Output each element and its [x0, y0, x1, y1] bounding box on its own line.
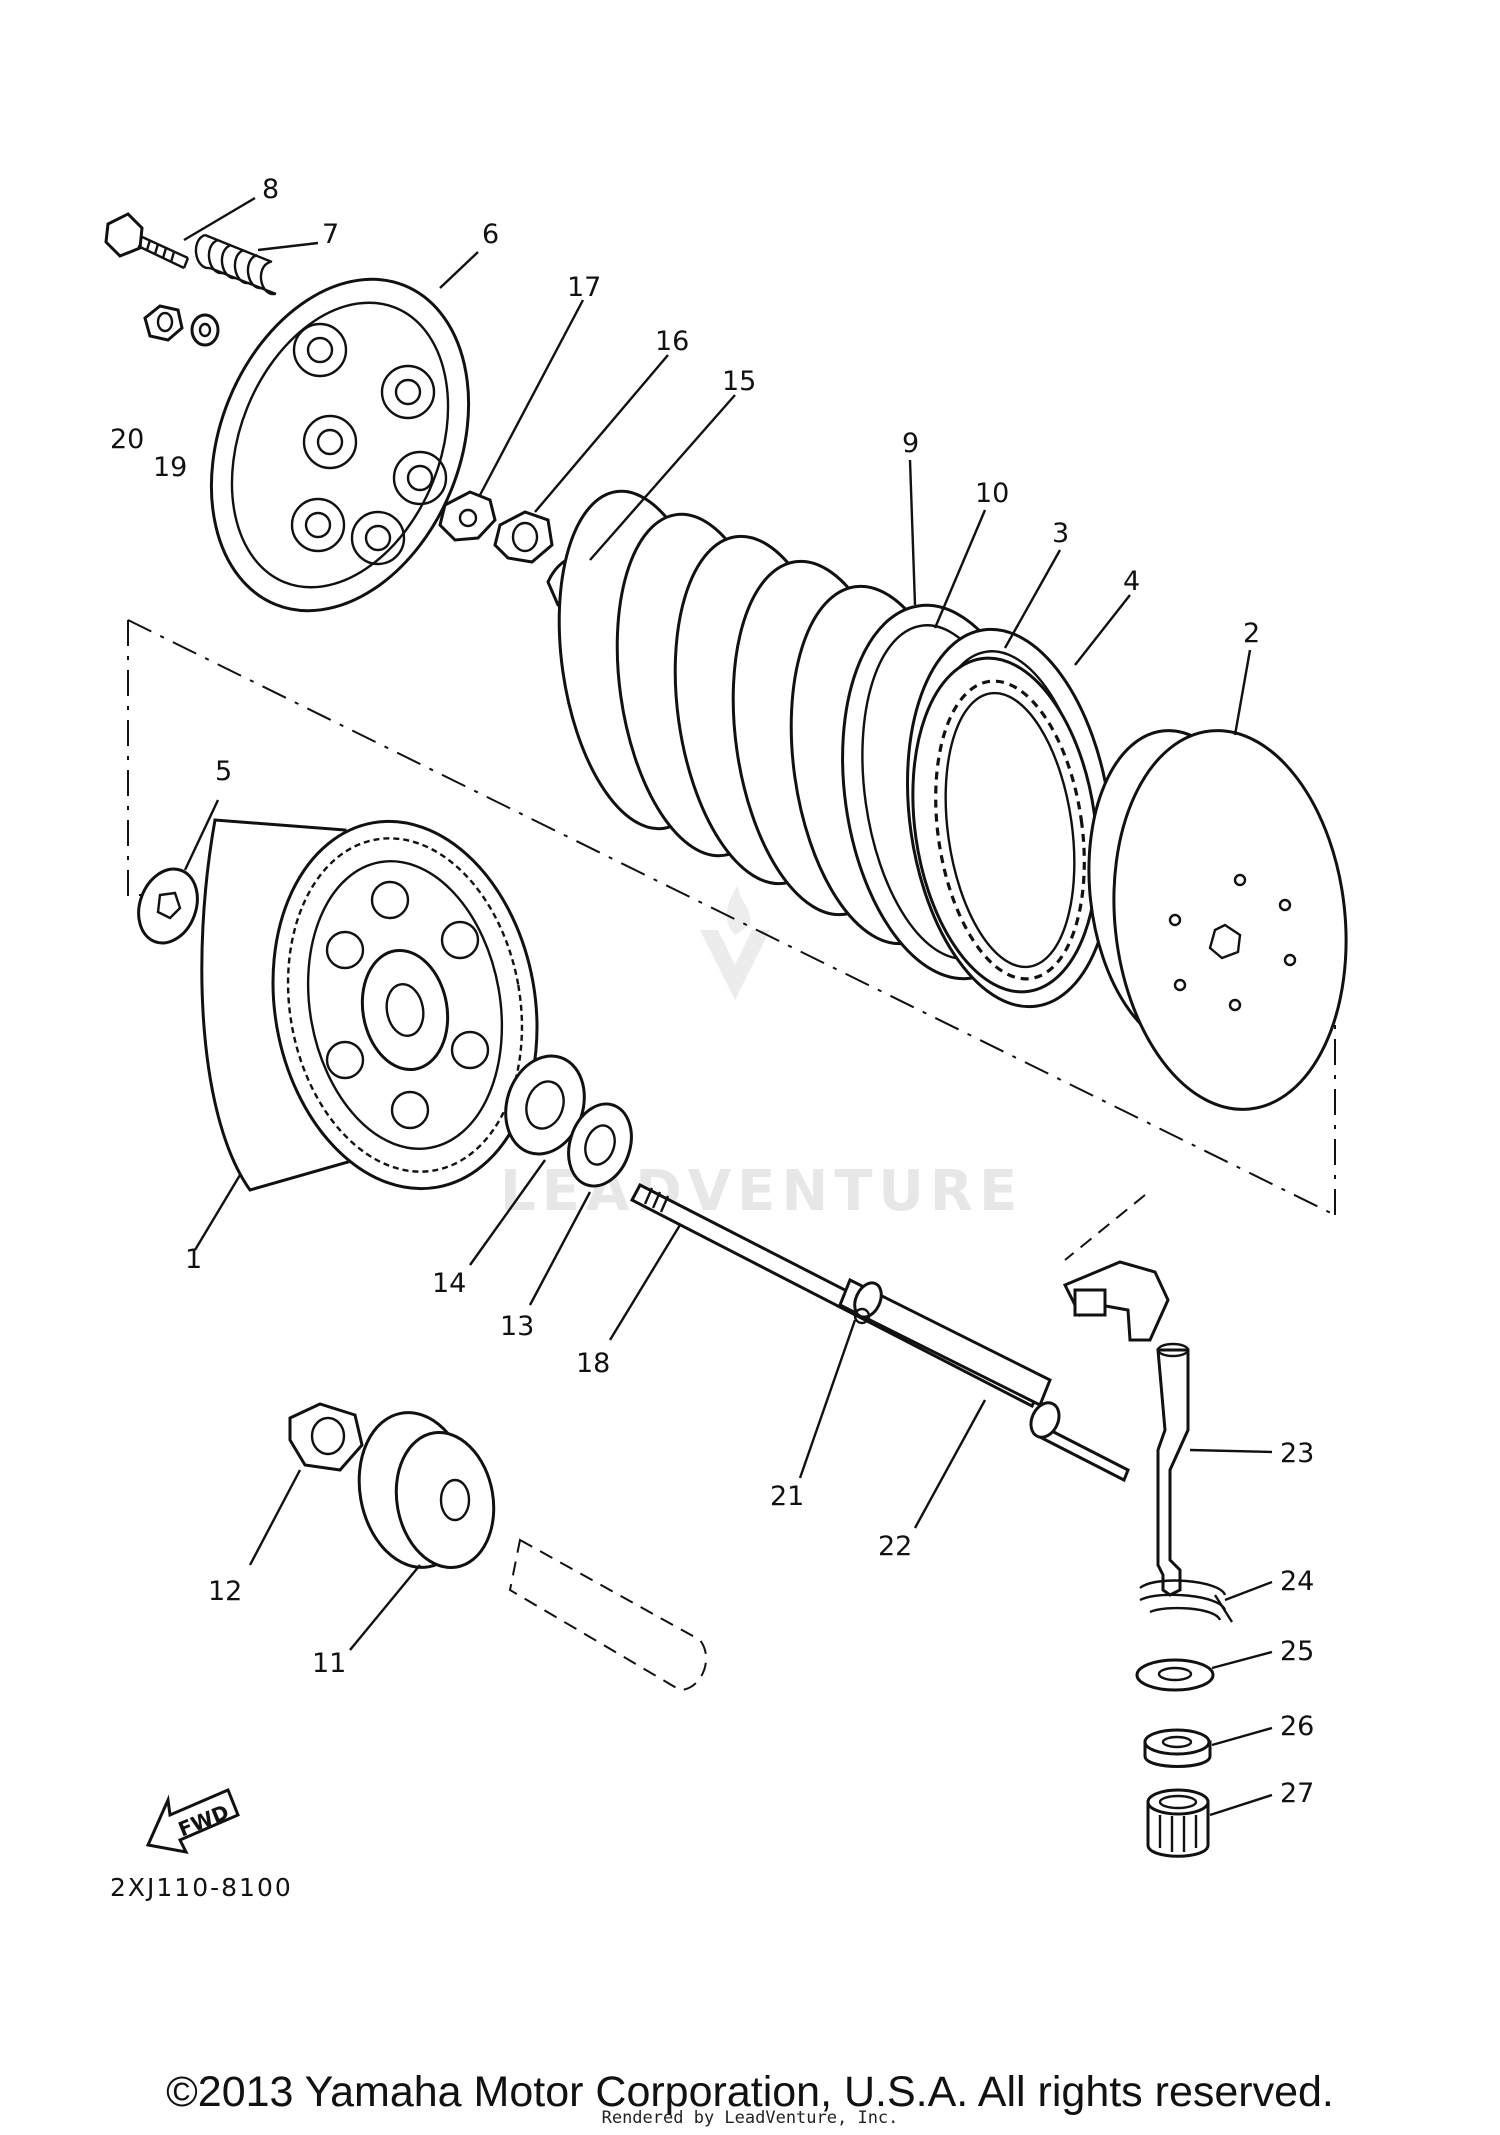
callout-16: 16	[655, 326, 689, 357]
callout-8: 8	[262, 174, 279, 205]
part-2-clutch-boss	[1087, 729, 1348, 1111]
callout-14: 14	[432, 1268, 466, 1299]
callout-26: 26	[1280, 1711, 1314, 1742]
part-16-nut	[493, 510, 554, 564]
rendered-by-credit: Rendered by LeadVenture, Inc.	[601, 2108, 899, 2128]
callout-15: 15	[722, 366, 756, 397]
callout-numbers: 8 7 6 17 16 15 20 19 9 10 3 4 2 5 1 14 1…	[110, 174, 1314, 1809]
callout-9: 9	[902, 428, 919, 459]
part-17-lock-washer	[438, 490, 497, 542]
callout-27: 27	[1280, 1778, 1314, 1809]
callout-24: 24	[1280, 1566, 1314, 1597]
part-12-nut	[288, 1402, 364, 1472]
part-6-pressure-plate	[209, 277, 471, 613]
callout-7: 7	[322, 219, 339, 250]
callout-12: 12	[208, 1576, 242, 1607]
part-23-push-lever	[1062, 1260, 1190, 1597]
callout-22: 22	[878, 1531, 912, 1562]
part-22-shaft	[629, 1182, 1130, 1483]
callout-1: 1	[185, 1244, 202, 1275]
callout-13: 13	[500, 1311, 534, 1342]
clutch-plate-stack	[557, 489, 1114, 1009]
part-1-clutch-housing	[200, 818, 539, 1192]
callout-2: 2	[1243, 618, 1260, 649]
part-27-bearing	[1146, 1788, 1210, 1858]
callout-19: 19	[153, 452, 187, 483]
callout-21: 21	[770, 1481, 804, 1512]
part-25-washer	[1135, 1658, 1215, 1692]
diagram-code: 2XJ110-8100	[110, 1873, 293, 1902]
callout-3: 3	[1052, 518, 1069, 549]
callout-23: 23	[1280, 1438, 1314, 1469]
part-20-nut	[143, 304, 184, 342]
callout-17: 17	[567, 272, 601, 303]
part-24-spring	[1139, 1579, 1234, 1623]
callout-5: 5	[215, 756, 232, 787]
crankshaft-phantom	[508, 1538, 707, 1692]
part-21-ball	[853, 1307, 871, 1325]
part-5-lock-plate	[137, 867, 199, 945]
part-19-washer	[190, 313, 220, 347]
callout-20: 20	[110, 424, 144, 455]
callout-6: 6	[482, 219, 499, 250]
callout-11: 11	[312, 1648, 346, 1679]
fwd-arrow-icon: FWD	[145, 1788, 240, 1855]
callout-18: 18	[576, 1348, 610, 1379]
part-8-bolt	[104, 212, 190, 270]
leader-lines	[183, 196, 1273, 1817]
part-26-oil-seal	[1143, 1728, 1212, 1768]
callout-10: 10	[975, 478, 1009, 509]
copyright-notice: ©2013 Yamaha Motor Corporation, U.S.A. A…	[166, 2068, 1334, 2116]
callout-4: 4	[1123, 566, 1140, 597]
part-7-spring	[194, 233, 277, 296]
watermark-logo-icon	[700, 930, 770, 1000]
part-13-washer	[567, 1102, 633, 1188]
part-11-drive-gear	[357, 1411, 496, 1569]
callout-25: 25	[1280, 1636, 1314, 1667]
